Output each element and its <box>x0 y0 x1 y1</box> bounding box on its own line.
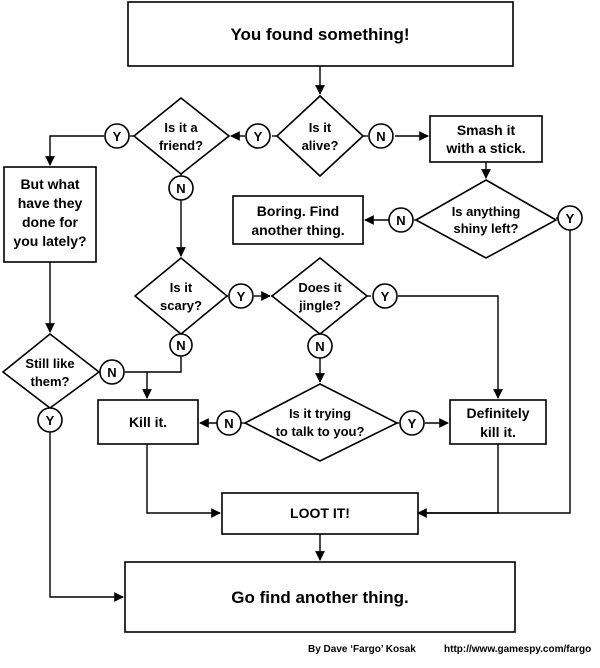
svg-text:Y: Y <box>254 129 263 144</box>
diamond-friend: Is it a friend? <box>132 96 231 176</box>
svg-text:Y: Y <box>46 413 55 428</box>
arrow-y-to-lately <box>45 135 104 166</box>
box-loot: LOOT IT! <box>221 492 419 535</box>
diamond-shiny: Is anything shiny left? <box>414 179 558 259</box>
box-kill: Kill it. <box>97 399 199 445</box>
no-circle: N <box>168 175 194 201</box>
source-url: http://www.gamespy.com/fargo <box>444 644 592 655</box>
box-definitely-line-2: kill it. <box>480 424 516 440</box>
yes-circle: Y <box>557 205 583 231</box>
box-boring: Boring. Find another thing. <box>232 195 364 245</box>
svg-text:Y: Y <box>381 289 390 304</box>
box-start-text: You found something! <box>230 25 409 44</box>
diamond-friend-line-1: Is it a <box>164 120 198 135</box>
diamond-shiny-line-2: shiny left? <box>453 221 518 236</box>
arrow-y-to-go-find <box>49 432 124 602</box>
diamond-talk-line-1: Is it trying <box>289 406 351 421</box>
no-circle: N <box>169 333 193 357</box>
box-lately-line-2: have they <box>18 195 83 211</box>
yes-circle: Y <box>104 123 130 149</box>
svg-text:Y: Y <box>408 416 417 431</box>
no-circle: N <box>99 359 125 385</box>
box-definitely-line-1: Definitely <box>466 405 529 421</box>
box-lately: But what have they done for you lately? <box>3 166 97 263</box>
box-go-find-text: Go find another thing. <box>231 588 409 607</box>
svg-text:Y: Y <box>237 289 246 304</box>
arrow-kill-to-loot <box>146 444 221 518</box>
no-circle: N <box>216 410 242 436</box>
box-go-find: Go find another thing. <box>124 561 516 633</box>
diamond-jingle-line-2: jingle? <box>298 298 341 313</box>
no-circle: N <box>307 333 333 359</box>
no-circle: N <box>368 123 394 149</box>
author-credit: By Dave ‘Fargo’ Kosak <box>308 644 416 655</box>
diamond-alive-line-2: alive? <box>302 138 339 153</box>
box-loot-text: LOOT IT! <box>290 505 350 521</box>
diamond-jingle-line-1: Does it <box>298 280 342 295</box>
arrow-y-to-definitely <box>398 295 503 399</box>
diamond-talk: Is it trying to talk to you? <box>243 383 399 462</box>
box-smash-line-2: with a stick. <box>445 140 525 156</box>
diamond-like-them-line-2: them? <box>31 374 70 389</box>
diamond-jingle: Does it jingle? <box>270 256 369 336</box>
diamond-alive: Is it alive? <box>275 94 365 178</box>
diamond-alive-line-1: Is it <box>309 120 332 135</box>
box-smash: Smash it with a stick. <box>429 115 543 163</box>
connector-lines <box>45 66 571 602</box>
diamond-friend-line-2: friend? <box>159 138 203 153</box>
box-kill-text: Kill it. <box>129 414 167 430</box>
box-lately-line-1: But what <box>20 176 79 192</box>
yes-circle: Y <box>399 410 425 436</box>
diamond-scary-line-2: scary? <box>160 298 202 313</box>
yes-circle: Y <box>372 283 398 309</box>
svg-text:N: N <box>396 213 405 228</box>
box-lately-line-3: done for <box>22 214 79 230</box>
box-definitely: Definitely kill it. <box>449 399 547 445</box>
yes-circle: Y <box>245 123 271 149</box>
yes-circle: Y <box>37 407 63 433</box>
diamond-like-them-line-1: Still like <box>25 356 74 371</box>
arrow-n-to-kill <box>142 356 182 399</box>
box-boring-line-1: Boring. Find <box>257 203 339 219</box>
box-boring-line-2: another thing. <box>251 222 344 238</box>
diamond-talk-line-2: to talk to you? <box>276 424 365 439</box>
diamond-scary-line-1: Is it <box>170 280 193 295</box>
svg-text:N: N <box>176 181 185 196</box>
line-definitely-to-loot <box>418 444 499 514</box>
svg-text:N: N <box>176 338 185 353</box>
svg-text:N: N <box>376 129 385 144</box>
diamond-like-them: Still like them? <box>1 332 101 410</box>
svg-text:N: N <box>107 365 116 380</box>
yes-circle: Y <box>228 283 254 309</box>
diamond-shiny-line-1: Is anything <box>452 204 521 219</box>
svg-text:Y: Y <box>566 211 575 226</box>
svg-text:N: N <box>315 339 324 354</box>
no-circle: N <box>388 207 414 233</box>
box-smash-line-1: Smash it <box>457 122 516 138</box>
box-lately-line-4: you lately? <box>13 233 86 249</box>
diamond-scary: Is it scary? <box>133 256 229 336</box>
arrow-y-to-loot <box>417 230 571 518</box>
box-start: You found something! <box>127 1 514 67</box>
svg-text:Y: Y <box>113 129 122 144</box>
svg-text:N: N <box>224 416 233 431</box>
